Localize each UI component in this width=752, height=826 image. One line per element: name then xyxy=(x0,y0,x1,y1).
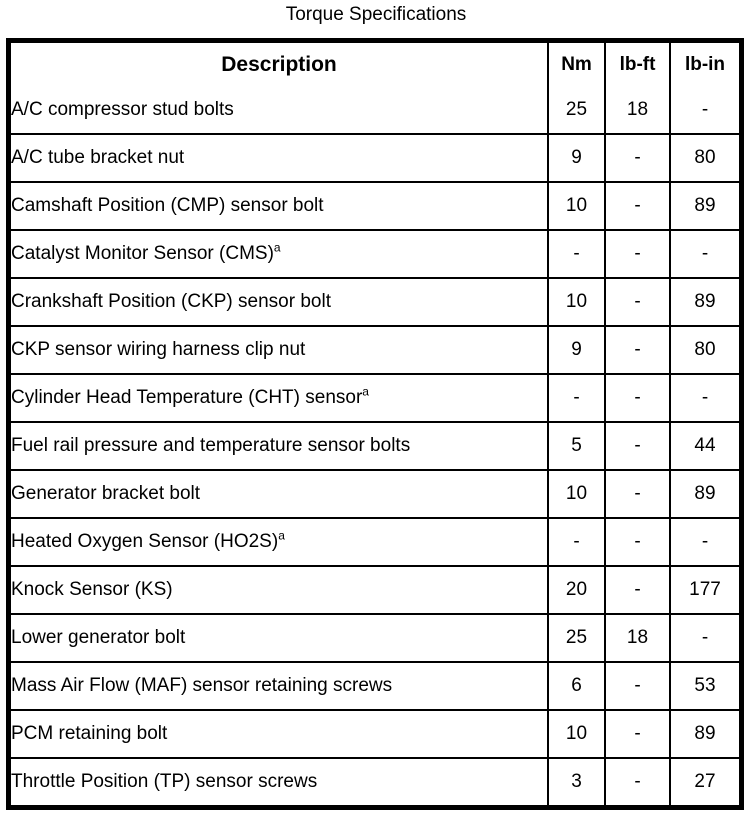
cell-value-nm: 9 xyxy=(548,326,606,375)
footnote-marker: a xyxy=(273,240,281,255)
cell-value-nm: 5 xyxy=(548,422,606,471)
cell-value-lb-ft: - xyxy=(605,326,671,375)
cell-value-lb-ft: - xyxy=(605,374,671,423)
cell-description: Mass Air Flow (MAF) sensor retaining scr… xyxy=(11,662,549,711)
column-header-lb-ft: lb-ft xyxy=(605,43,671,87)
cell-description: A/C tube bracket nut xyxy=(11,134,549,183)
cell-value-lb-ft: - xyxy=(605,422,671,471)
footnote-marker: a xyxy=(362,384,369,399)
table-row: Heated Oxygen Sensor (HO2S)a--- xyxy=(11,518,739,567)
cell-value-lb-in: 27 xyxy=(670,758,739,805)
cell-value-lb-in: 177 xyxy=(670,566,739,615)
page-title: Torque Specifications xyxy=(285,4,467,25)
column-header-lb-in: lb-in xyxy=(670,43,739,87)
cell-value-nm: 20 xyxy=(548,566,606,615)
cell-value-lb-ft: - xyxy=(605,710,671,759)
cell-description: A/C compressor stud bolts xyxy=(11,87,549,135)
cell-value-lb-in: 89 xyxy=(670,278,739,327)
cell-value-lb-ft: - xyxy=(605,182,671,231)
cell-description: Fuel rail pressure and temperature senso… xyxy=(11,422,549,471)
cell-value-lb-ft: - xyxy=(605,278,671,327)
cell-description: PCM retaining bolt xyxy=(11,710,549,759)
cell-description: CKP sensor wiring harness clip nut xyxy=(11,326,549,375)
cell-value-lb-ft: - xyxy=(605,470,671,519)
table-row: Mass Air Flow (MAF) sensor retaining scr… xyxy=(11,662,739,711)
table-row: Knock Sensor (KS)20-177 xyxy=(11,566,739,615)
cell-description: Camshaft Position (CMP) sensor bolt xyxy=(11,182,549,231)
cell-value-nm: - xyxy=(548,518,606,567)
cell-value-nm: 25 xyxy=(548,87,606,135)
table-header: Description Nm lb-ft lb-in xyxy=(11,43,739,87)
cell-value-nm: - xyxy=(548,230,606,279)
cell-value-lb-in: - xyxy=(670,614,739,663)
cell-value-lb-in: 89 xyxy=(670,470,739,519)
cell-description: Cylinder Head Temperature (CHT) sensora xyxy=(11,374,549,423)
cell-value-lb-in: 80 xyxy=(670,134,739,183)
footnote-marker: a xyxy=(278,528,285,543)
cell-value-nm: - xyxy=(548,374,606,423)
cell-description: Catalyst Monitor Sensor (CMS)a xyxy=(11,230,549,279)
cell-value-lb-in: 44 xyxy=(670,422,739,471)
torque-table-container: Description Nm lb-ft lb-in A/C compresso… xyxy=(6,38,744,810)
column-header-nm: Nm xyxy=(548,43,606,87)
column-header-description: Description xyxy=(11,43,549,87)
table-row: Cylinder Head Temperature (CHT) sensora-… xyxy=(11,374,739,423)
cell-value-nm: 6 xyxy=(548,662,606,711)
cell-value-nm: 10 xyxy=(548,182,606,231)
torque-specifications-table: Description Nm lb-ft lb-in A/C compresso… xyxy=(11,43,739,805)
cell-description: Throttle Position (TP) sensor screws xyxy=(11,758,549,805)
cell-description: Heated Oxygen Sensor (HO2S)a xyxy=(11,518,549,567)
cell-value-nm: 25 xyxy=(548,614,606,663)
cell-description: Lower generator bolt xyxy=(11,614,549,663)
cell-value-lb-in: 89 xyxy=(670,182,739,231)
cell-value-nm: 9 xyxy=(548,134,606,183)
cell-value-lb-ft: - xyxy=(605,134,671,183)
cell-value-lb-in: - xyxy=(670,518,739,567)
cell-value-lb-in: - xyxy=(670,230,739,279)
cell-value-lb-in: 80 xyxy=(670,326,739,375)
table-row: Fuel rail pressure and temperature senso… xyxy=(11,422,739,471)
table-row: Catalyst Monitor Sensor (CMS)a--- xyxy=(11,230,739,279)
cell-value-lb-ft: 18 xyxy=(605,87,671,135)
cell-value-lb-ft: - xyxy=(605,566,671,615)
cell-description: Knock Sensor (KS) xyxy=(11,566,549,615)
cell-value-nm: 10 xyxy=(548,710,606,759)
cell-value-lb-ft: - xyxy=(605,662,671,711)
cell-value-lb-ft: 18 xyxy=(605,614,671,663)
cell-value-lb-ft: - xyxy=(605,518,671,567)
cell-value-nm: 3 xyxy=(548,758,606,805)
cell-value-lb-in: - xyxy=(670,374,739,423)
cell-value-lb-ft: - xyxy=(605,758,671,805)
cell-value-lb-in: 53 xyxy=(670,662,739,711)
table-header-row: Description Nm lb-ft lb-in xyxy=(11,43,739,87)
cell-value-nm: 10 xyxy=(548,470,606,519)
cell-value-lb-in: - xyxy=(670,87,739,135)
cell-description: Crankshaft Position (CKP) sensor bolt xyxy=(11,278,549,327)
cell-value-nm: 10 xyxy=(548,278,606,327)
cell-description: Generator bracket bolt xyxy=(11,470,549,519)
cell-value-lb-in: 89 xyxy=(670,710,739,759)
cell-value-lb-ft: - xyxy=(605,230,671,279)
